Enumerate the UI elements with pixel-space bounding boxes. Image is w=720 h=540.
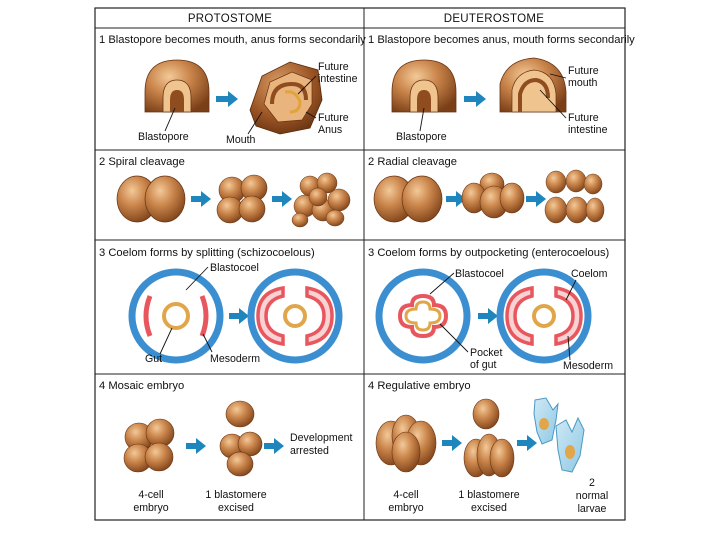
label-blastomere-deutero-2: excised [471, 502, 507, 514]
deutero-coelom-cross-section [496, 268, 592, 364]
label-blastocoel: Blastocoel [210, 262, 259, 274]
label-mouth: Mouth [226, 134, 256, 146]
proto-4-cell-spiral [216, 174, 268, 224]
label-blastomere-deutero: 1 blastomere [458, 489, 519, 501]
arrow-icon [442, 435, 462, 451]
proto-row4-title: 4 Mosaic embryo [99, 380, 184, 392]
label-4cell-deutero-2: embryo [388, 502, 423, 514]
label-mesoderm: Mesoderm [210, 353, 260, 365]
arrow-icon [464, 91, 486, 107]
deutero-4-cell-embryo [375, 414, 437, 473]
arrow-icon [517, 435, 537, 451]
deutero-later-embryo [499, 57, 567, 113]
label-future-anus-2: Anus [318, 124, 342, 136]
deutero-gastrula [391, 59, 457, 113]
label-future-intestine-deutero-2: intestine [568, 124, 608, 136]
arrow-icon [264, 438, 284, 454]
label-future-intestine-deutero: Future [568, 112, 599, 124]
proto-blastula-cross-section [128, 268, 224, 364]
arrow-icon [229, 308, 249, 324]
deutero-larva-1 [533, 397, 559, 445]
proto-2-cell-embryo [116, 175, 186, 223]
deuterostome-header: DEUTEROSTOME [444, 13, 545, 25]
label-4cell-deutero: 4-cell [393, 489, 418, 501]
deutero-row3-title: 3 Coelom forms by outpocketing (enteroco… [368, 247, 610, 259]
deutero-excised-blastomere [463, 398, 515, 478]
proto-4-cell-embryo [123, 418, 175, 473]
label-arrested: arrested [290, 445, 329, 457]
arrow-icon [478, 308, 498, 324]
label-future-anus: Future [318, 112, 349, 124]
label-future-intestine-2: intestine [318, 73, 358, 85]
label-development: Development [290, 432, 352, 444]
label-blastopore: Blastopore [138, 131, 189, 143]
label-4cell-2: embryo [133, 502, 168, 514]
arrow-icon [446, 191, 466, 207]
arrow-icon [191, 191, 211, 207]
arrow-icon [216, 91, 238, 107]
label-blastopore-deutero: Blastopore [396, 131, 447, 143]
label-larvae-count: 2 [589, 477, 595, 489]
deutero-row4-title: 4 Regulative embryo [368, 380, 471, 392]
label-pocket: Pocket [470, 347, 502, 359]
label-blastomere: 1 blastomere [205, 489, 266, 501]
deutero-2-cell-embryo [373, 175, 443, 223]
arrow-icon [526, 191, 546, 207]
proto-row2-title: 2 Spiral cleavage [99, 156, 185, 168]
proto-gastrula [144, 59, 210, 113]
proto-coelom-cross-section [247, 268, 343, 364]
label-future-intestine: Future [318, 61, 349, 73]
proto-8-cell-spiral [291, 172, 351, 228]
label-future-mouth: Future [568, 65, 599, 77]
protostome-header: PROTOSTOME [188, 13, 272, 25]
proto-excised-blastomere [219, 400, 263, 477]
deutero-gastrula-cross-section [375, 268, 471, 364]
arrow-icon [186, 438, 206, 454]
proto-row3-title: 3 Coelom forms by splitting (schizocoelo… [99, 247, 315, 259]
label-blastomere-2: excised [218, 502, 254, 514]
deutero-row1-title: 1 Blastopore becomes anus, mouth forms s… [368, 34, 635, 46]
label-larvae-normal: normal [576, 490, 608, 502]
table-frame [94, 7, 626, 521]
proto-row1-title: 1 Blastopore becomes mouth, anus forms s… [99, 34, 366, 46]
proto-later-embryo [249, 61, 323, 135]
deutero-4-cell-radial [461, 172, 525, 219]
label-blastocoel-deutero: Blastocoel [455, 268, 504, 280]
label-mesoderm-deutero: Mesoderm [563, 360, 613, 372]
label-pocket-2: of gut [470, 359, 497, 371]
deutero-8-cell-radial [544, 169, 605, 224]
label-gut: Gut [145, 353, 162, 365]
deutero-larva-2 [555, 416, 585, 473]
deutero-row2-title: 2 Radial cleavage [368, 156, 457, 168]
label-coelom: Coelom [571, 268, 608, 280]
arrow-icon [272, 191, 292, 207]
label-larvae: larvae [578, 503, 607, 515]
label-future-mouth-2: mouth [568, 77, 598, 89]
label-4cell: 4-cell [138, 489, 163, 501]
